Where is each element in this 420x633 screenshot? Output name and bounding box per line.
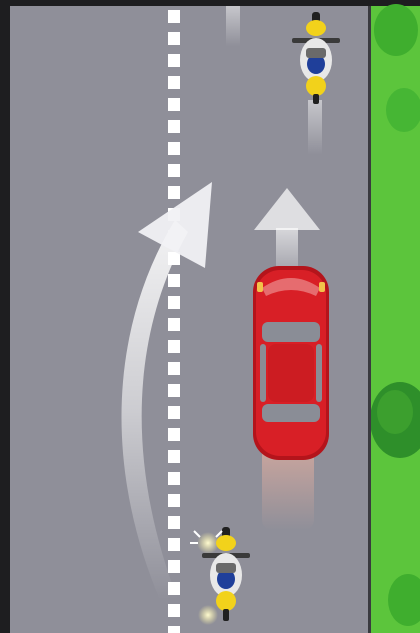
- motorcycle-motion-trail: [308, 100, 322, 155]
- lane-dash: [168, 626, 180, 633]
- lane-dash: [168, 362, 180, 375]
- lane-dash: [168, 296, 180, 309]
- lane-dash: [168, 164, 180, 177]
- lane-dash: [168, 472, 180, 485]
- lane-dash: [168, 560, 180, 573]
- lane-dash: [168, 516, 180, 529]
- lane-dash: [168, 340, 180, 353]
- lane-dash: [168, 604, 180, 617]
- lane-dash: [168, 186, 180, 199]
- lane-dash: [168, 450, 180, 463]
- lane-dash: [168, 54, 180, 67]
- lane-dash: [168, 32, 180, 45]
- distant-vehicle-trail: [226, 6, 240, 46]
- lane-dash: [168, 120, 180, 133]
- lane-dash: [168, 76, 180, 89]
- lane-dash: [168, 538, 180, 551]
- lane-dash: [168, 428, 180, 441]
- lane-dash: [168, 142, 180, 155]
- lane-dash: [168, 274, 180, 287]
- lane-marking: [168, 10, 180, 633]
- red-car: [253, 266, 329, 460]
- lane-dash: [168, 10, 180, 23]
- grass-verge: [368, 4, 420, 633]
- lane-dash: [168, 98, 180, 111]
- lane-dash: [168, 318, 180, 331]
- lane-dash: [168, 384, 180, 397]
- lane-dash: [168, 406, 180, 419]
- lane-dash: [168, 494, 180, 507]
